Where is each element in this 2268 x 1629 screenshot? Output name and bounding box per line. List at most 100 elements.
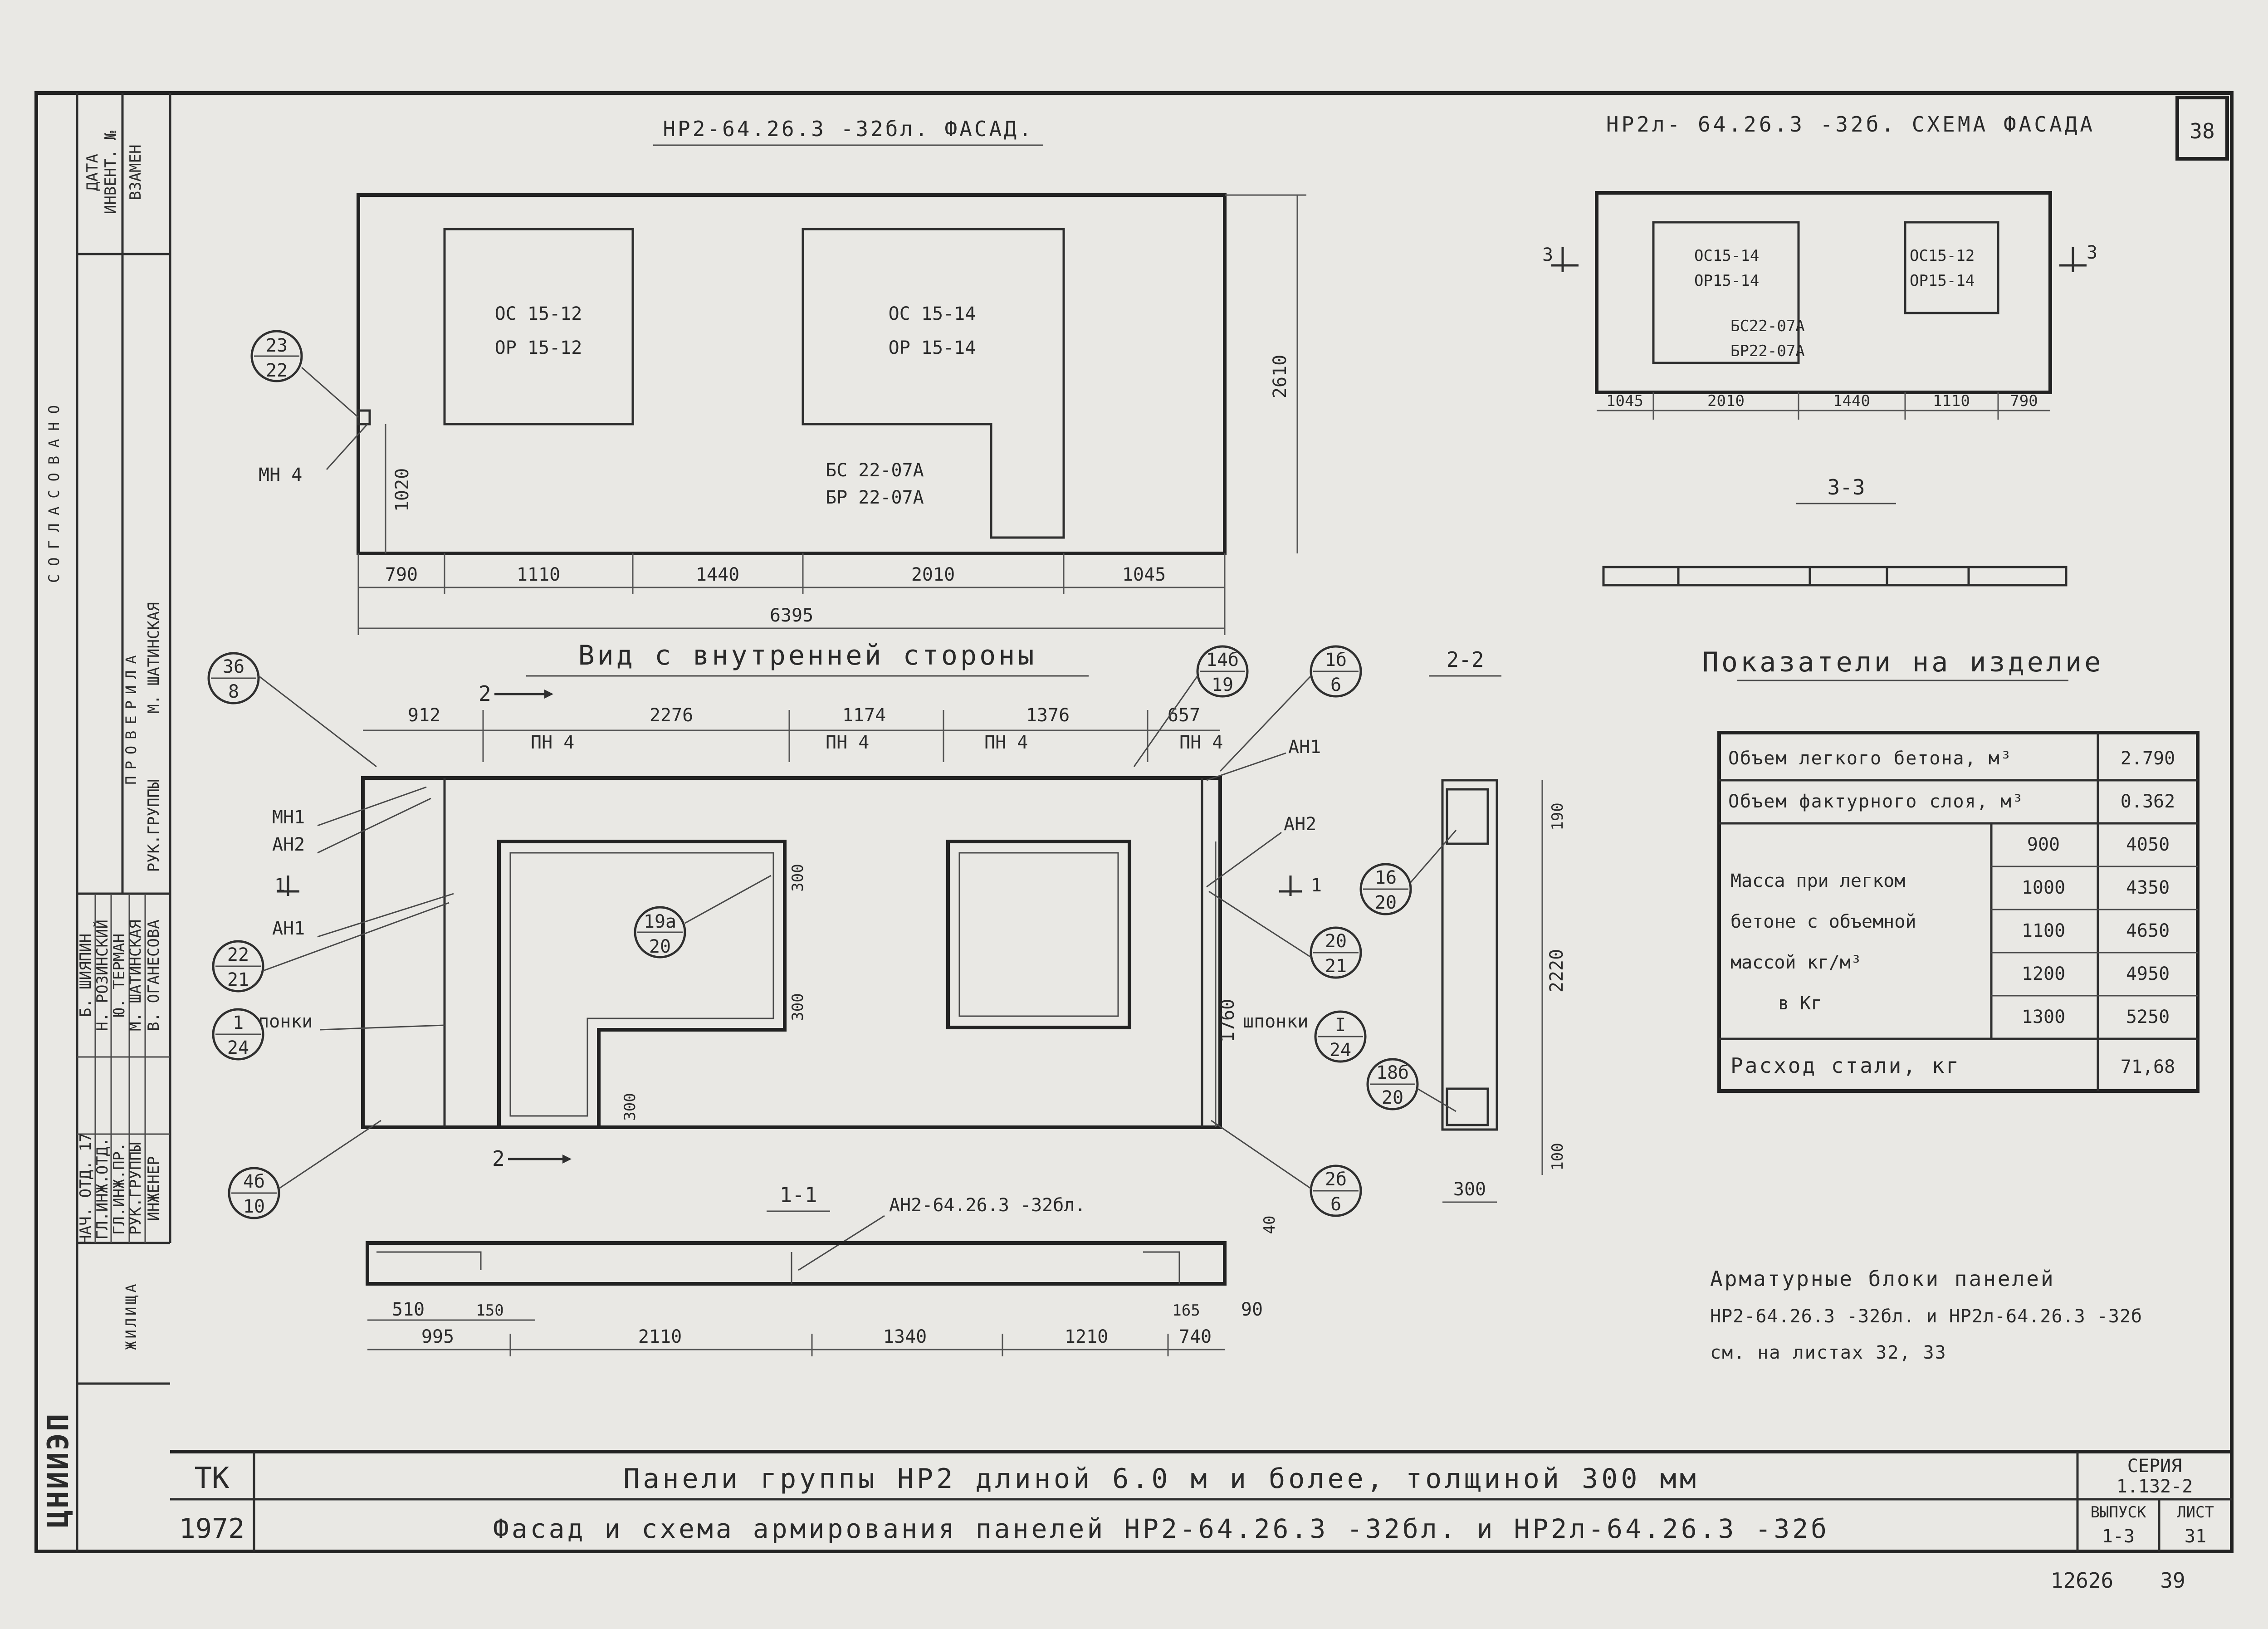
indicator-row1-value: 2.790 (2121, 748, 2175, 769)
inner-dim-4: 1376 (1026, 705, 1070, 726)
section-33-profile (1602, 566, 2068, 587)
bubble-36-8: 36 8 (207, 652, 377, 768)
facade-dim-3: 1440 (696, 564, 739, 585)
label-vzamen: ВЗАМЕН (127, 145, 145, 201)
sec11-dim-1340: 1340 (883, 1326, 927, 1347)
section-22: 2-2 190 2220 100 300 16 20 18б 20 (1359, 647, 1567, 1203)
reinforcement-note: Арматурные блоки панелей НР2-64.26.3 -32… (1710, 1267, 2142, 1363)
svg-text:16: 16 (1375, 867, 1397, 888)
svg-text:1: 1 (233, 1013, 244, 1033)
mass-label-4: в Кг (1778, 993, 1822, 1014)
label-proverila: ПРОВЕРИЛА (122, 649, 140, 784)
section-11-ref: АН2-64.26.3 -32бл. (889, 1195, 1085, 1216)
svg-text:36: 36 (223, 656, 244, 677)
svg-text:I: I (1335, 1015, 1346, 1036)
facade-window-1-mark: ОС 15-12 (495, 303, 582, 324)
scheme-window-2-mark-b: ОР15-14 (1910, 272, 1975, 290)
label-invent: ИНВЕНТ. № (102, 130, 120, 214)
facade-panel-outline (357, 193, 1227, 555)
indicator-row2-label: Объем фактурного слоя, м³ (1728, 791, 2024, 812)
inner-pn-1: ПН 4 (531, 732, 574, 753)
mass-1: 4050 (2126, 834, 2170, 855)
title-list-label: ЛИСТ (2177, 1503, 2214, 1521)
scheme-dim-1: 1045 (1606, 392, 1643, 410)
bubble-22-21: 22 21 (212, 902, 450, 993)
title-vypusk-value: 1-3 (2102, 1526, 2135, 1547)
inner-cut-2-top: 2 (479, 681, 491, 706)
section-33-title: 3-3 (1827, 475, 1865, 499)
sec22-dim-bot: 100 (1549, 1143, 1567, 1170)
facade-dim-total: 6395 (770, 605, 813, 626)
inner-dim-3: 1174 (842, 705, 886, 726)
sec11-dim-1210: 1210 (1065, 1326, 1108, 1347)
scheme-cut-left: 3 (1542, 245, 1553, 265)
label-soglasovano: СОГЛАСОВАНО (45, 397, 63, 583)
role-6: РУК.ГРУППЫ (145, 779, 163, 872)
sec22-dim-top: 190 (1549, 802, 1567, 830)
inner-dim-1760: 1760 (1217, 999, 1238, 1042)
note-line-2: НР2-64.26.3 -32бл. и НР2л-64.26.3 -32б (1710, 1306, 2142, 1327)
inner-dim-300-c: 300 (621, 1093, 639, 1120)
svg-text:10: 10 (243, 1196, 265, 1217)
role-2: ГЛ.ИНЖ.ОТД. (93, 1137, 112, 1239)
svg-text:8: 8 (228, 681, 239, 702)
facade-dim-2: 1110 (517, 564, 560, 585)
inner-pn-3: ПН 4 (984, 732, 1028, 753)
inner-opening-2 (946, 840, 1131, 1029)
bubble-19a-bottom: 20 (649, 936, 671, 957)
name-4: М. ШАТИНСКАЯ (127, 920, 145, 1031)
section-11: 1-1 АН2-64.26.3 -32бл. 40 510 150 165 90… (366, 1183, 1279, 1356)
steel-label: Расход стали, кг (1730, 1053, 1960, 1078)
section-22-profile (1441, 779, 1498, 1131)
svg-text:21: 21 (227, 969, 249, 990)
note-line-1: Арматурные блоки панелей (1710, 1267, 2055, 1291)
scheme-window-1-mark-b: ОР15-14 (1694, 272, 1759, 290)
inner-cut-2-bottom: 2 (492, 1146, 505, 1171)
inner-dim-1: 912 (408, 705, 440, 726)
scheme-window-2 (1904, 221, 1999, 314)
facade-anchor-label: МН 4 (259, 465, 302, 485)
title-list-value: 31 (2185, 1526, 2206, 1547)
inner-label-an1-left: АН1 (272, 918, 305, 939)
facade-window-door-opening (802, 228, 1065, 539)
inner-label-shponki-right: шпонки (1243, 1011, 1309, 1032)
scheme-panel-outline (1595, 191, 2052, 394)
svg-text:20: 20 (1375, 892, 1397, 913)
inner-dim-300-a: 300 (789, 864, 807, 891)
mass-label-3: массой кг/м³ (1730, 952, 1862, 973)
role-1: НАЧ. ОТД. 17 (77, 1133, 95, 1244)
role-5: ИНЖЕНЕР (145, 1156, 163, 1221)
name-5: В. ОГАНЕСОВА (145, 920, 163, 1031)
section-11-profile (366, 1241, 1227, 1286)
sec11-dim-510: 510 (392, 1299, 425, 1320)
scheme-window-1-mark: ОС15-14 (1694, 247, 1759, 265)
inner-dim-5: 657 (1168, 705, 1200, 726)
density-5: 1300 (2022, 1007, 2065, 1027)
svg-text:18б: 18б (1376, 1062, 1409, 1083)
sheet-number: 38 (2190, 119, 2214, 143)
svg-text:6: 6 (1330, 675, 1341, 695)
bubble-4b-10: 4б 10 (228, 1120, 381, 1219)
sec22-bubble-18b-20: 18б 20 (1366, 1058, 1457, 1112)
mass-5: 5250 (2126, 1007, 2170, 1027)
mass-3: 4650 (2126, 920, 2170, 941)
inner-opening-2-frame (958, 852, 1119, 1017)
title-line-2: Фасад и схема армирования панелей НР2-64… (493, 1513, 1829, 1544)
name-6: М. ШАТИНСКАЯ (145, 602, 163, 714)
svg-text:14б: 14б (1206, 650, 1239, 670)
title-tk: ТК (194, 1462, 230, 1495)
svg-text:6: 6 (1330, 1194, 1341, 1215)
institute-logo: ЦНИИЭП (42, 1412, 75, 1527)
name-1: Б. ШИЯПИН (77, 934, 95, 1017)
density-1: 900 (2027, 834, 2060, 855)
svg-text:4б: 4б (243, 1171, 265, 1192)
inner-opening-1-frame (509, 852, 774, 1117)
inner-dim-2: 2276 (650, 705, 693, 726)
title-seria-value: 1.132-2 (2116, 1476, 2193, 1497)
sheet-frame (34, 91, 2234, 1553)
bubble-1-24: 1 24 (212, 1008, 264, 1061)
section-22-title: 2-2 (1446, 647, 1484, 672)
facade-bubble-bottom: 22 (266, 360, 288, 381)
facade-window-2-mark-b: ОР 15-14 (889, 338, 976, 358)
